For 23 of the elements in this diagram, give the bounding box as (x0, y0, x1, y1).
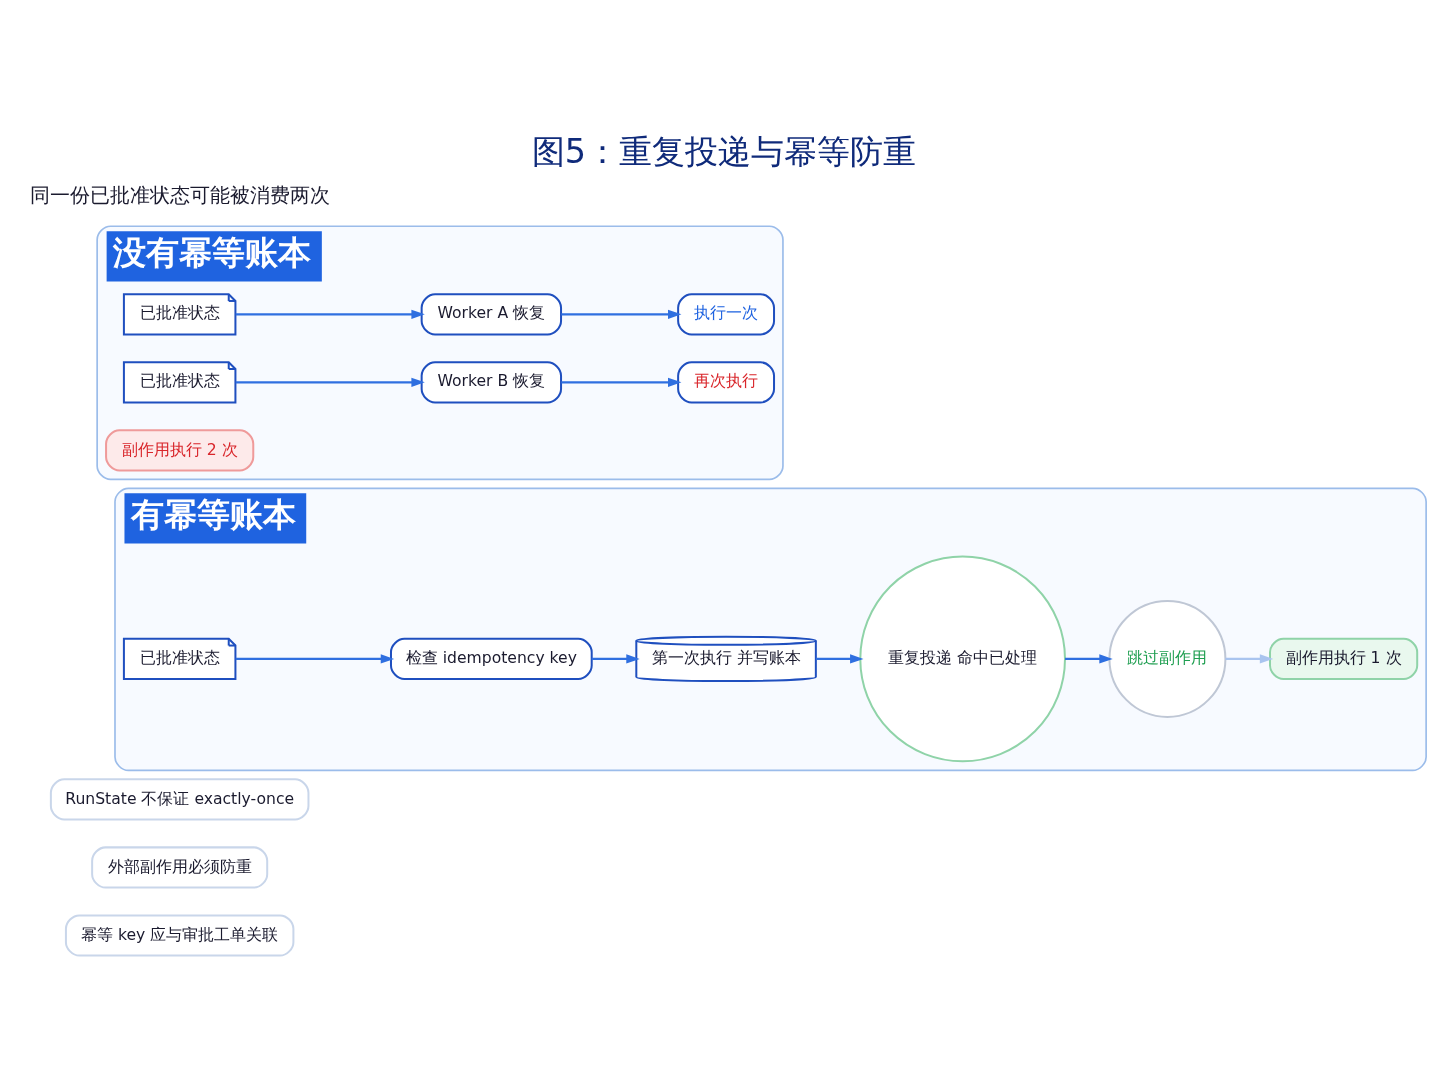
arrow (561, 309, 682, 319)
arrow (1225, 653, 1274, 664)
arrow (235, 653, 395, 664)
node-box: 执行一次 (677, 292, 776, 335)
node-box: Worker B 恢复 (420, 360, 563, 403)
arrow (235, 309, 425, 319)
label: 同一份已批准状态可能被消费两次 (29, 182, 330, 207)
node-box: 再次执行 (677, 360, 776, 403)
arrow (591, 653, 640, 664)
node-box: Worker A 恢复 (420, 292, 563, 335)
node-box: 幂等 key 应与审批工单关联 (64, 913, 295, 957)
node-circle: 跳过副作用 (1108, 599, 1227, 718)
arrow (1065, 653, 1113, 664)
node-box: 检查 idempotency key (389, 637, 593, 680)
node-circle: 重复投递 命中已处理 (859, 555, 1066, 762)
node-box: 副作用执行 1 次 (1269, 637, 1419, 680)
arrow (816, 653, 864, 664)
diagram-title: 图5：重复投递与幂等防重 (531, 131, 917, 171)
node-box: RunState 不保证 exactly-once (49, 777, 310, 820)
arrow (561, 377, 682, 387)
node-box: 副作用执行 2 次 (105, 428, 255, 471)
node-box: 外部副作用必须防重 (91, 845, 269, 889)
arrow (235, 377, 425, 387)
